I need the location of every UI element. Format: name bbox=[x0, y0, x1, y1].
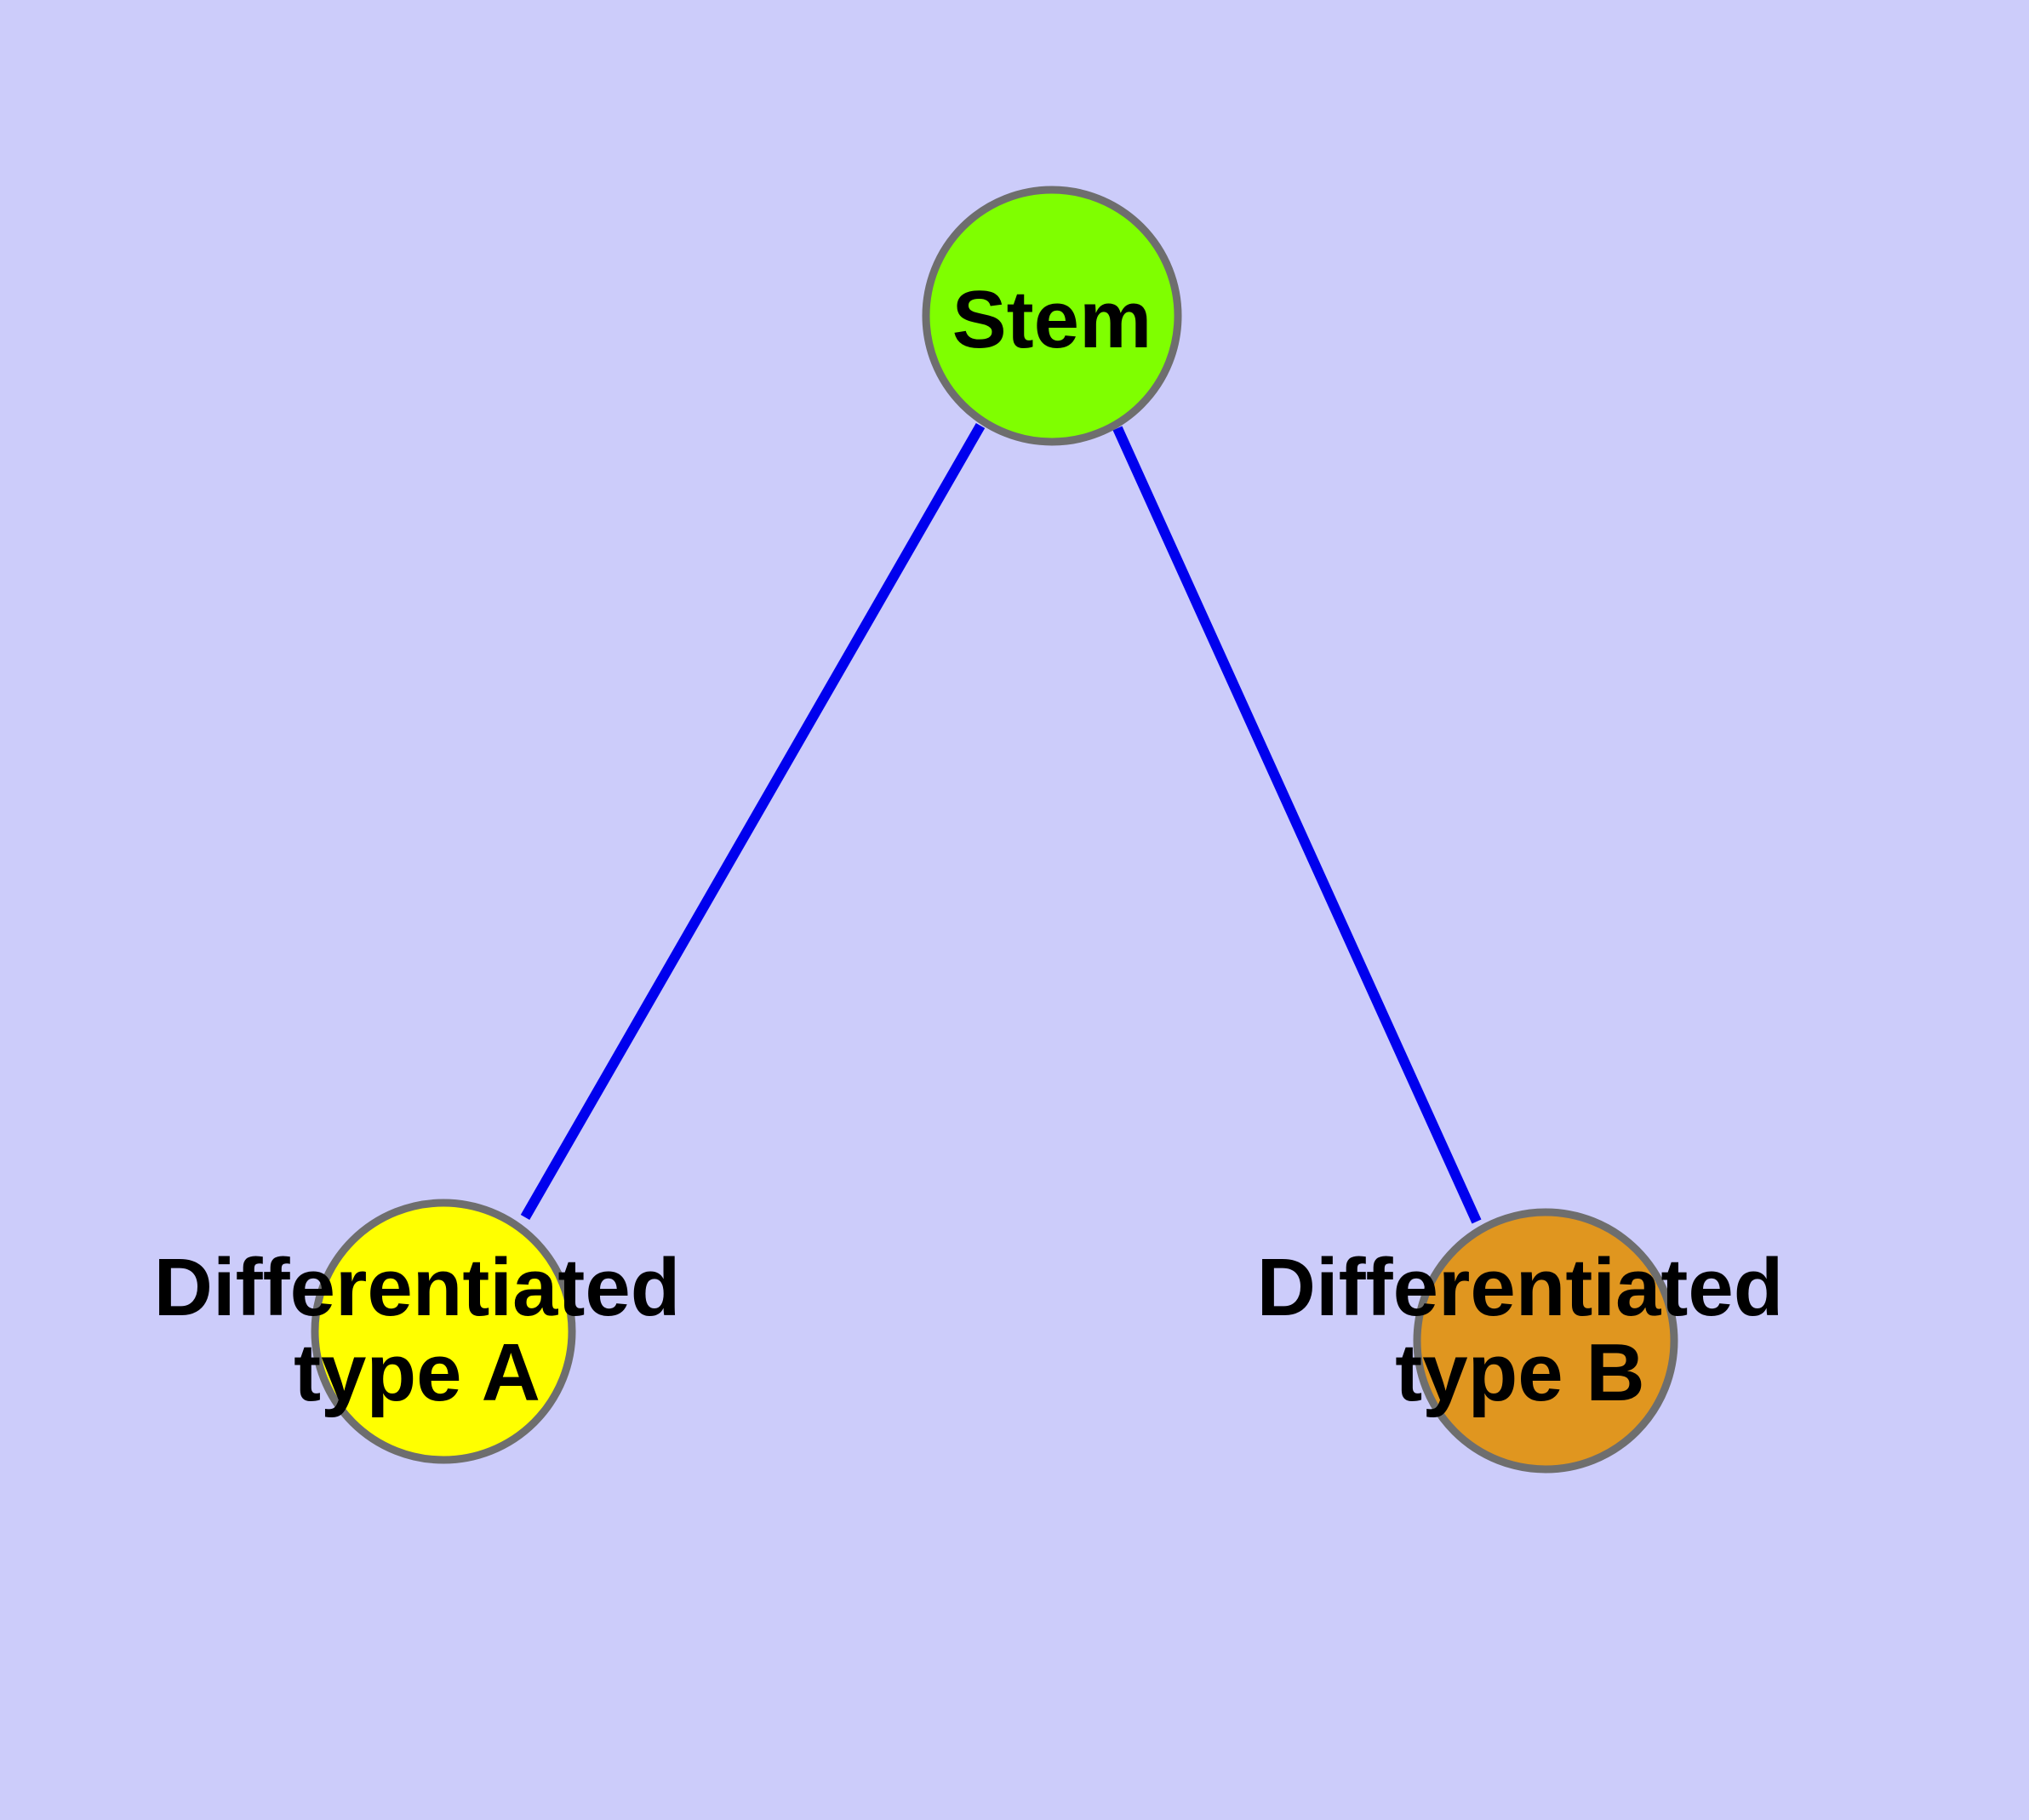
graph-node-stem[interactable] bbox=[922, 186, 1182, 446]
node-label-diff_b-line-1: Differentiated bbox=[1257, 1242, 1784, 1333]
graph-edge-stem-diff_b[interactable] bbox=[1112, 426, 1482, 1224]
edges-layer bbox=[520, 423, 1482, 1224]
nodes-layer bbox=[311, 186, 1678, 1474]
graph-node-diff_b[interactable] bbox=[1413, 1208, 1678, 1474]
graph-edge-stem-diff_a[interactable] bbox=[520, 423, 986, 1220]
node-label-diff_a-line-2: type A bbox=[294, 1327, 540, 1418]
graph-node-diff_a[interactable] bbox=[311, 1199, 576, 1464]
node-label-stem-line-1: Stem bbox=[952, 274, 1152, 365]
node-label-diff_b-line-2: type B bbox=[1395, 1327, 1644, 1418]
node-label-diff_a-line-1: Differentiated bbox=[154, 1242, 681, 1333]
